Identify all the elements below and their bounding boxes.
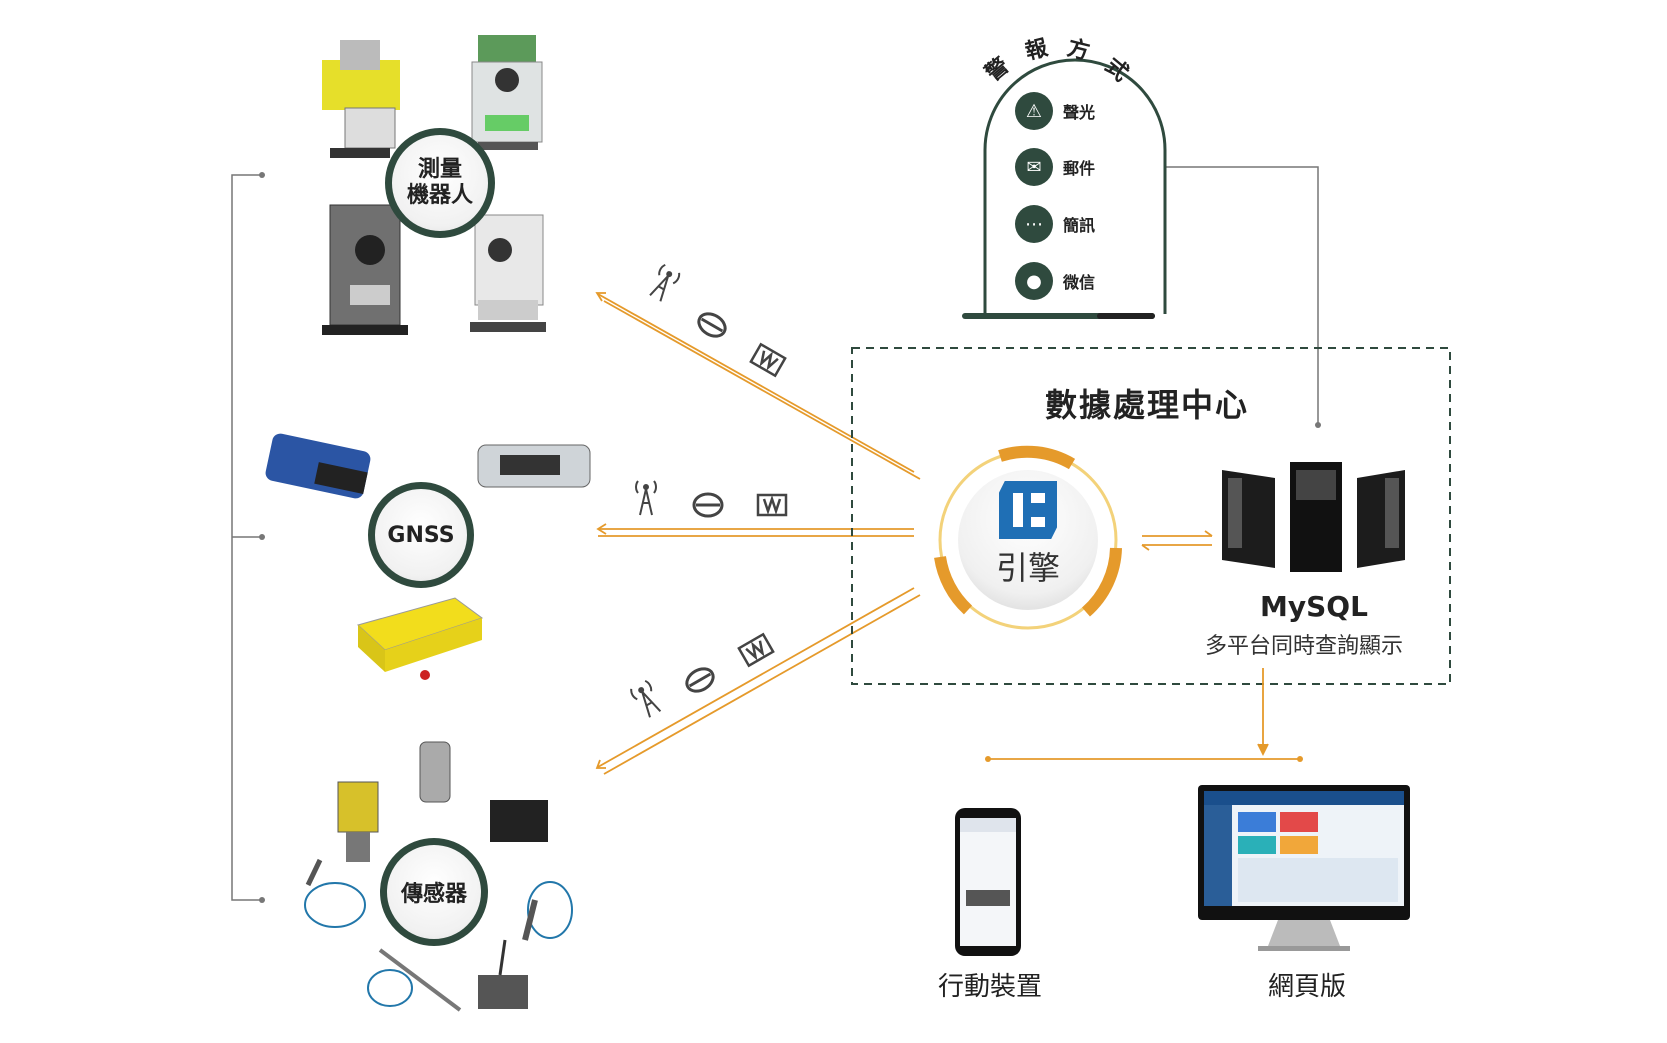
- alarm-item-label: 微信: [1063, 273, 1096, 292]
- sms-icon: ⋯: [1015, 205, 1053, 243]
- gnss-receiver-yellow-image: [357, 597, 484, 680]
- total-station-yellow-image: [322, 40, 400, 158]
- wechat-icon: ●: [1015, 262, 1053, 300]
- inclinometer-sensor-image: [367, 948, 462, 1012]
- data-link-sensor: [595, 587, 921, 775]
- data-center-title: 數據處理中心: [1045, 386, 1250, 424]
- db-name: MySQL: [1260, 590, 1368, 623]
- gnss-label: GNSS: [387, 522, 455, 548]
- server-rack-image: [1222, 462, 1405, 572]
- alarm-item-sound-light: ⚠ 聲光: [1015, 92, 1095, 130]
- data-center-box: [851, 347, 1451, 685]
- total-station-gray-image: [322, 204, 408, 335]
- ie-icon: [685, 667, 715, 693]
- engine-ring: [934, 445, 1122, 630]
- alarm-item-sms: ⋯ 簡訊: [1015, 205, 1095, 243]
- data-link-robot: [595, 292, 921, 480]
- ie-icon: [692, 492, 724, 518]
- engine-label: 引擎: [995, 549, 1060, 587]
- siren-icon: ⚠: [1015, 92, 1053, 130]
- antenna-icon: [649, 263, 681, 302]
- alarm-arch: [983, 58, 1167, 314]
- alarm-item-mail: ✉ 郵件: [1015, 148, 1095, 186]
- output-links: [988, 668, 1300, 760]
- cable-icon: [737, 632, 775, 668]
- sensor-group-label: 傳感器: [380, 838, 488, 946]
- alarm-link: [1165, 166, 1319, 425]
- data-logger-image: [478, 939, 528, 1009]
- mobile-device-image: [955, 808, 1021, 956]
- mail-icon: ✉: [1015, 148, 1053, 186]
- gnss-receiver-gray-image: [477, 444, 591, 488]
- cable-icon: [749, 342, 787, 378]
- cable-sensor-left-image: [304, 858, 366, 928]
- cylinder-sensor-image: [419, 741, 451, 803]
- gnss-receiver-blue-image: [265, 433, 371, 499]
- engine-logo-icon: [999, 481, 1057, 539]
- cable-icon: [756, 493, 788, 517]
- alarm-item-label: 郵件: [1063, 159, 1096, 178]
- data-link-gnss: [596, 523, 914, 537]
- cable-sensor-right-image: [522, 881, 573, 941]
- level-sensor-image: [337, 781, 379, 862]
- mobile-label: 行動裝置: [938, 972, 1043, 1002]
- total-station-green-image: [471, 35, 543, 150]
- engine-node: 引擎: [958, 470, 1098, 610]
- robot-label-line1: 測量: [417, 157, 462, 182]
- antenna-icon: [635, 480, 657, 516]
- antenna-icon: [630, 679, 662, 718]
- sensor-label: 傳感器: [400, 882, 467, 907]
- device-group-bracket: [231, 174, 262, 901]
- web-label: 網頁版: [1268, 972, 1347, 1002]
- db-caption: 多平台同時查詢顯示: [1205, 634, 1404, 659]
- engine-db-link: [1141, 530, 1213, 551]
- alarm-item-wechat: ● 微信: [1015, 262, 1095, 300]
- alarm-item-label: 聲光: [1063, 103, 1096, 122]
- gnss-group-label: GNSS: [368, 482, 474, 588]
- ie-icon: [697, 312, 727, 338]
- alarm-item-label: 簡訊: [1063, 216, 1096, 235]
- box-sensor-image: [490, 800, 548, 842]
- total-station-white-image: [470, 214, 546, 332]
- robot-group-label: 測量 機器人: [385, 128, 495, 238]
- robot-label-line2: 機器人: [406, 183, 473, 208]
- monitor-image: [1198, 785, 1410, 951]
